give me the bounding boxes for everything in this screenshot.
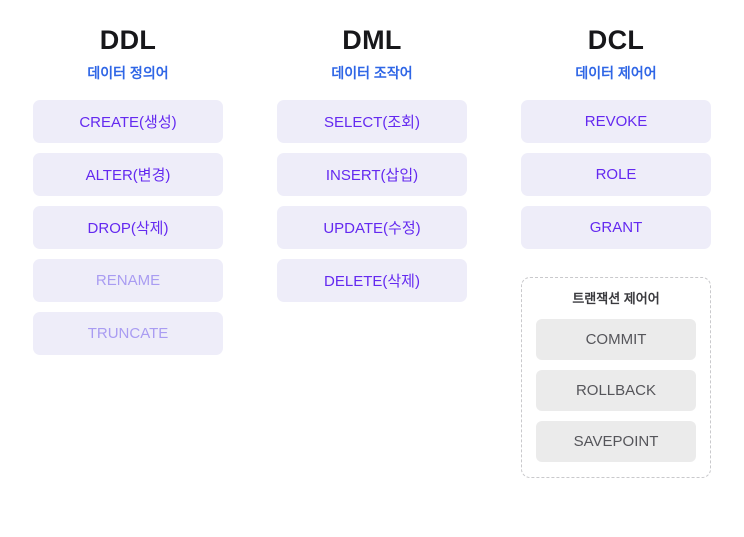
category-columns: DDL 데이터 정의어 CREATE(생성) ALTER(변경) DROP(삭제… [33, 0, 711, 479]
command-item[interactable]: INSERT(삽입) [277, 153, 467, 197]
category-column-dcl: DCL 데이터 제어어 REVOKE ROLE GRANT 트랜잭션 제어어 C… [521, 0, 711, 479]
command-item[interactable]: CREATE(생성) [33, 100, 223, 144]
command-item[interactable]: GRANT [521, 206, 711, 250]
command-item[interactable]: TRUNCATE [33, 312, 223, 356]
command-item[interactable]: UPDATE(수정) [277, 206, 467, 250]
command-item[interactable]: REVOKE [521, 100, 711, 144]
command-list-ddl: CREATE(생성) ALTER(변경) DROP(삭제) RENAME TRU… [33, 100, 223, 365]
command-item[interactable]: ALTER(변경) [33, 153, 223, 197]
column-subtitle-dml: 데이터 조작어 [331, 64, 413, 81]
command-item[interactable]: RENAME [33, 259, 223, 303]
transaction-command-item[interactable]: COMMIT [536, 319, 696, 361]
column-title-dcl: DCL [587, 25, 645, 55]
command-item[interactable]: SELECT(조회) [277, 100, 467, 144]
transaction-command-item[interactable]: ROLLBACK [536, 370, 696, 412]
command-item[interactable]: ROLE [521, 153, 711, 197]
transaction-control-group: 트랜잭션 제어어 COMMIT ROLLBACK SAVEPOINT [521, 277, 711, 479]
column-subtitle-ddl: 데이터 정의어 [87, 64, 169, 81]
column-title-ddl: DDL [99, 25, 157, 55]
transaction-group-title: 트랜잭션 제어어 [572, 291, 660, 307]
command-list-dcl: REVOKE ROLE GRANT [521, 100, 711, 259]
command-list-dml: SELECT(조회) INSERT(삽입) UPDATE(수정) DELETE(… [277, 100, 467, 312]
transaction-command-item[interactable]: SAVEPOINT [536, 421, 696, 463]
category-column-dml: DML 데이터 조작어 SELECT(조회) INSERT(삽입) UPDATE… [277, 0, 467, 478]
command-item[interactable]: DELETE(삭제) [277, 259, 467, 303]
category-column-ddl: DDL 데이터 정의어 CREATE(생성) ALTER(변경) DROP(삭제… [33, 0, 223, 478]
column-title-dml: DML [342, 25, 402, 55]
column-subtitle-dcl: 데이터 제어어 [575, 64, 657, 81]
command-item[interactable]: DROP(삭제) [33, 206, 223, 250]
